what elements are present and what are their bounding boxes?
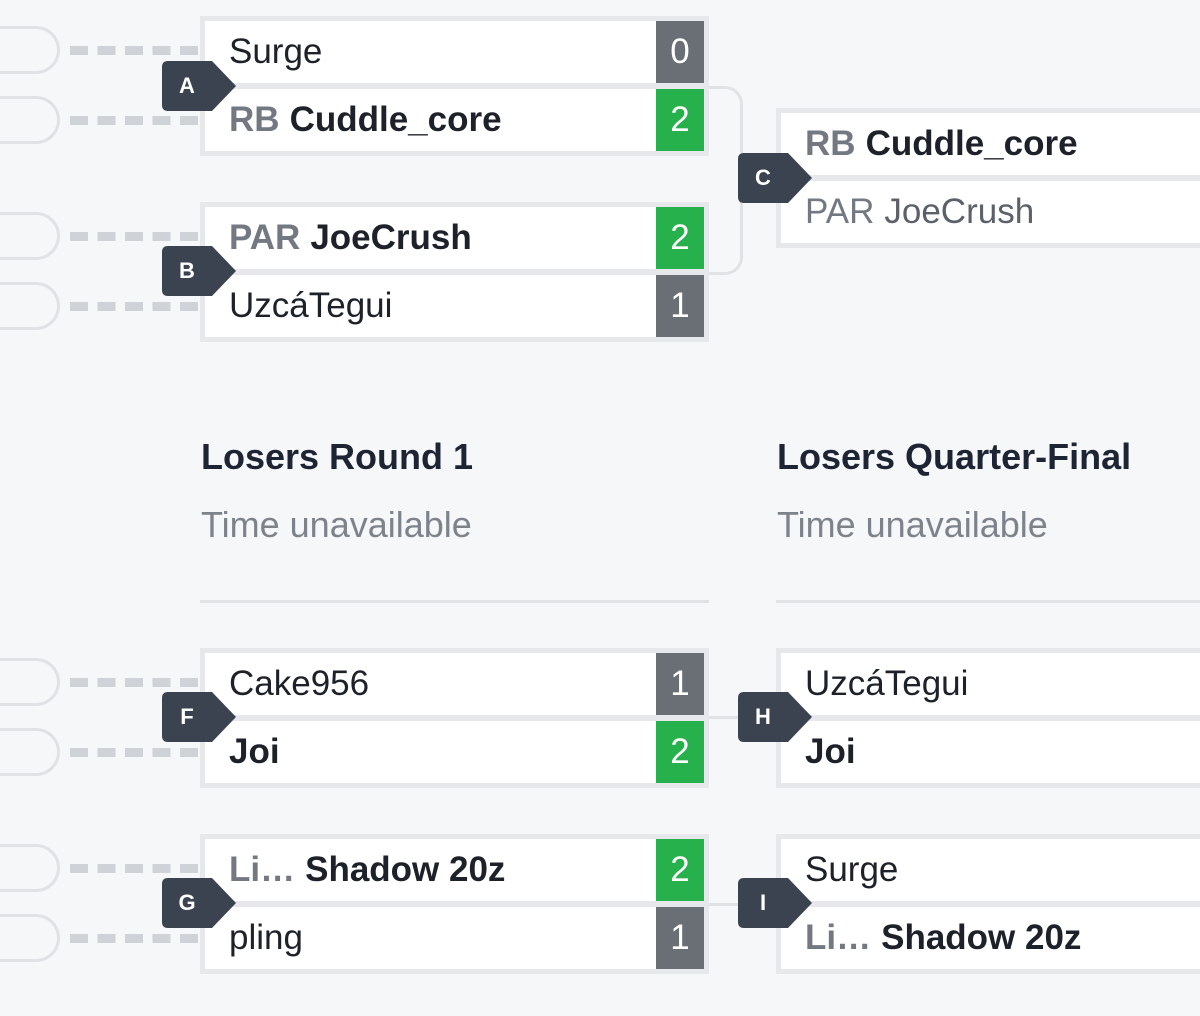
match-slot[interactable]: Li…Shadow 20z 2 xyxy=(205,839,704,901)
match-slot[interactable]: pling 1 xyxy=(205,907,704,969)
team-prefix: RB xyxy=(805,124,856,163)
player-name: UzcáTegui xyxy=(805,664,969,703)
match-id-badge[interactable]: A xyxy=(162,61,236,111)
match-slot[interactable]: UzcáTegui 1 xyxy=(205,275,704,337)
score-box: 1 xyxy=(656,907,704,969)
match-slot[interactable]: Cake956 1 xyxy=(205,653,704,715)
match-id-badge[interactable]: F xyxy=(162,692,236,742)
team-prefix: PAR xyxy=(229,218,301,257)
score-box: 2 xyxy=(656,207,704,269)
match-slot[interactable]: Joi 2 xyxy=(205,721,704,783)
round-time: Time unavailable xyxy=(777,504,1048,545)
team-prefix: PAR xyxy=(805,192,875,231)
player-name: Joi xyxy=(805,732,856,771)
match-id-badge[interactable]: I xyxy=(738,878,812,928)
player-name: Joi xyxy=(229,732,280,771)
match-card[interactable]: UzcáTegui Joi xyxy=(776,648,1200,788)
round-title: Losers Quarter-Final xyxy=(777,436,1132,477)
match-id-badge[interactable]: H xyxy=(738,692,812,742)
match-id-badge[interactable]: B xyxy=(162,246,236,296)
player-name: Surge xyxy=(805,850,899,889)
player-name: Cake956 xyxy=(229,664,370,703)
player-name: JoeCrush xyxy=(310,218,472,257)
player-name: Surge xyxy=(229,32,323,71)
player-name: Shadow 20z xyxy=(305,850,506,889)
score-box: 2 xyxy=(656,839,704,901)
match-card[interactable]: Li…Shadow 20z 2 pling 1 xyxy=(200,834,709,974)
match-slot[interactable]: Li…Shadow 20z xyxy=(781,907,1200,969)
score-box: 1 xyxy=(656,275,704,337)
score-box: 1 xyxy=(656,653,704,715)
match-card[interactable]: Cake956 1 Joi 2 xyxy=(200,648,709,788)
team-prefix: Li… xyxy=(229,850,296,889)
player-name: Shadow 20z xyxy=(881,918,1082,957)
score-box: 2 xyxy=(656,89,704,151)
match-card[interactable]: Surge Li…Shadow 20z xyxy=(776,834,1200,974)
match-id-badge[interactable]: G xyxy=(162,878,236,928)
round-divider xyxy=(776,600,1200,603)
player-name: JoeCrush xyxy=(884,192,1035,231)
player-name: Cuddle_core xyxy=(289,100,502,139)
score-box: 2 xyxy=(656,721,704,783)
match-slot[interactable]: Surge xyxy=(781,839,1200,901)
match-slot[interactable]: Surge 0 xyxy=(205,21,704,83)
player-name: Cuddle_core xyxy=(865,124,1078,163)
player-name: pling xyxy=(229,918,303,957)
match-slot[interactable]: UzcáTegui xyxy=(781,653,1200,715)
match-id-badge[interactable]: C xyxy=(738,153,812,203)
round-time: Time unavailable xyxy=(201,504,472,545)
score-box: 0 xyxy=(656,21,704,83)
match-slot[interactable]: Joi xyxy=(781,721,1200,783)
player-name: UzcáTegui xyxy=(229,286,393,325)
team-prefix: Li… xyxy=(805,918,872,957)
round-title: Losers Round 1 xyxy=(201,436,474,477)
round-divider xyxy=(200,600,709,603)
team-prefix: RB xyxy=(229,100,280,139)
